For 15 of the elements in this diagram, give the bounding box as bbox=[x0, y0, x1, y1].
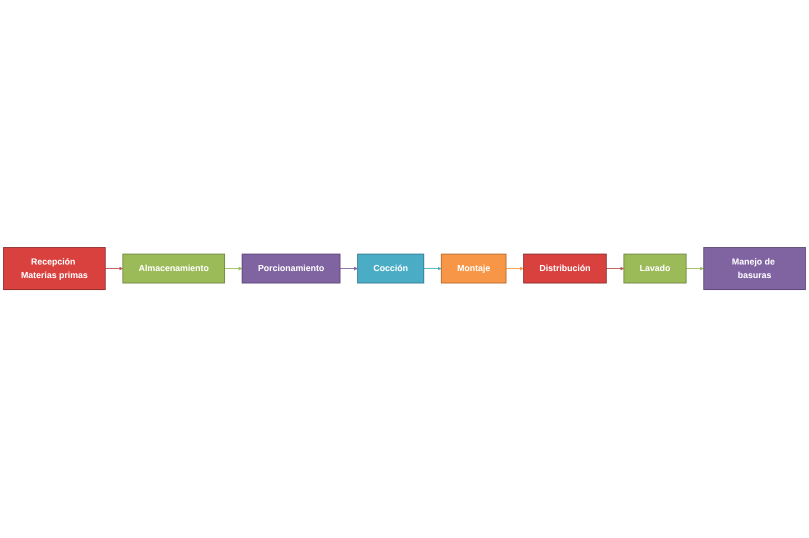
node-box: Montaje bbox=[440, 254, 506, 284]
node-box: Lavado bbox=[623, 254, 687, 284]
node-box: Cocción bbox=[357, 254, 424, 284]
arrow bbox=[423, 267, 442, 271]
arrow bbox=[104, 267, 123, 271]
node-box: Recepción Materias primas bbox=[3, 248, 106, 290]
arrow bbox=[686, 267, 704, 271]
node-box: Porcionamiento bbox=[242, 254, 340, 284]
arrow bbox=[506, 267, 524, 271]
arrow bbox=[340, 267, 358, 271]
node-box: Manejo de basuras bbox=[703, 248, 806, 290]
node-box: Distribución bbox=[523, 254, 607, 284]
arrow bbox=[606, 267, 624, 271]
node-box: Almacenamiento bbox=[122, 254, 226, 284]
arrow bbox=[224, 267, 242, 271]
